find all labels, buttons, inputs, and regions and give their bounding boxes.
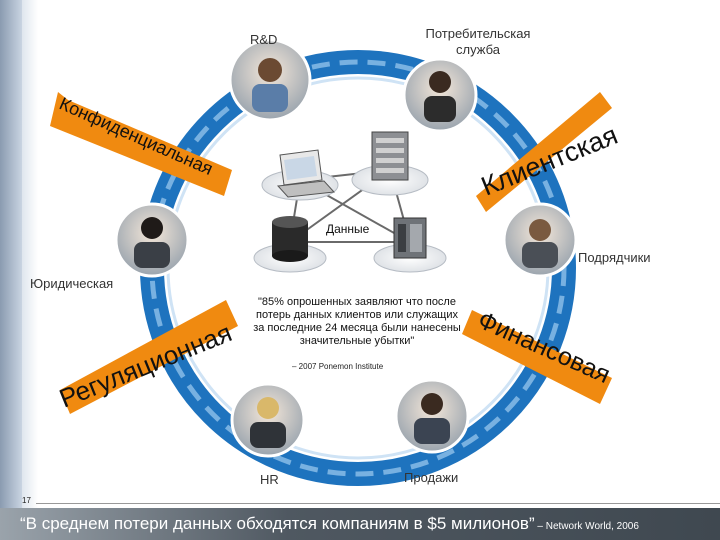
page-number: 17	[22, 496, 31, 505]
server-rack-icon	[371, 131, 409, 181]
left-decor-gradient	[22, 0, 38, 540]
divider-line	[36, 503, 720, 504]
photo-hr	[230, 382, 306, 458]
label-customer-service: Потребительская служба	[408, 26, 548, 58]
photo-contractors	[502, 202, 578, 278]
label-legal: Юридическая	[30, 276, 114, 291]
arrow-financial	[462, 310, 612, 404]
label-customer-service-line1: Потребительская	[425, 26, 531, 41]
ring-inner	[166, 76, 550, 460]
survey-quote-source: – 2007 Ponemon Institute	[292, 362, 384, 371]
arrow-regulatory	[60, 300, 238, 414]
footer-quote: “В среднем потери данных обходятся компа…	[20, 514, 639, 534]
database-icon	[272, 216, 308, 262]
photo-customer-service	[402, 57, 478, 133]
footer-quote-text: “В среднем потери данных обходятся компа…	[20, 514, 535, 533]
label-customer-service-line2: служба	[456, 42, 500, 57]
label-rd: R&D	[250, 32, 278, 47]
left-decor-panel	[0, 0, 22, 540]
label-sales: Продажи	[404, 470, 459, 485]
survey-quote: "85% опрошенных заявляют что после потер…	[253, 296, 461, 347]
footer-bar: “В среднем потери данных обходятся компа…	[0, 508, 720, 540]
photo-rd	[228, 38, 312, 122]
label-hr: HR	[260, 472, 279, 487]
photo-sales	[394, 378, 470, 454]
photo-legal	[114, 202, 190, 278]
label-contractors: Подрядчики	[578, 250, 651, 265]
label-data: Данные	[326, 222, 370, 236]
footer-quote-source: – Network World, 2006	[534, 521, 639, 532]
arrow-confidential	[50, 92, 232, 196]
laptop-icon	[276, 149, 336, 198]
storage-icon	[393, 217, 427, 259]
arrow-client	[476, 92, 612, 212]
data-flow-diagram: Конфиденциальная Клиентская Регуляционна…	[50, 38, 622, 486]
